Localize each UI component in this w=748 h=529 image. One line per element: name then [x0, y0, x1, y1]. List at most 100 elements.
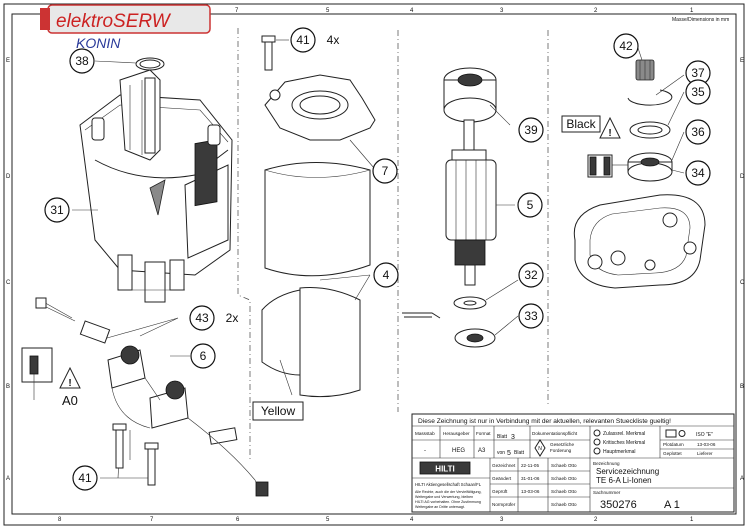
top-grid-number: 4	[410, 8, 414, 14]
part-callout: 38	[69, 48, 95, 74]
ball-bearing-part	[627, 152, 673, 182]
company-logo	[419, 461, 471, 475]
callout-circle	[518, 117, 544, 143]
bearing-plate-part	[264, 74, 376, 141]
drawing-frame-inner	[11, 13, 737, 515]
part-number: 350276	[600, 499, 637, 511]
mark-circle-icon	[593, 429, 601, 437]
mark-label: Zulassrel. Merkmal	[603, 431, 645, 437]
doc-symbol-letter: N	[538, 446, 542, 452]
drawing-title-2: TE 6-A Li-Ionen	[596, 476, 652, 485]
projection-symbol-icon	[665, 429, 686, 438]
callout-circle	[518, 262, 544, 288]
signature-name: Schaeb Otto	[551, 489, 577, 494]
callout-circle	[685, 79, 711, 105]
mark-label: Kritisches Merkmal	[603, 440, 645, 446]
bottom-grid-numbers: 8 7 6 5 4 3 2 1	[58, 517, 694, 523]
company-logo-text: HILTI	[435, 465, 454, 474]
wire-lead	[402, 312, 441, 319]
warning-triangle-icon	[599, 116, 621, 139]
copyright-line: Alle Rechte, auch die der Vervielfältigu…	[415, 490, 482, 494]
part-callout: 34	[685, 160, 711, 186]
copyright-line: Weitergabe an Dritte untersagt.	[415, 505, 465, 509]
signature-role: Geändert	[492, 476, 512, 481]
callout-number: 35	[691, 85, 705, 99]
doc-symbol-icon	[534, 439, 546, 457]
side-grid-letter-right: A	[740, 476, 744, 482]
watermark-city: KONIN	[76, 35, 121, 51]
sachnummer-label: Sachnummer	[593, 490, 621, 495]
callout-number: 38	[75, 54, 89, 68]
part-callout: 41	[72, 465, 98, 491]
fan-washer-part	[453, 296, 496, 348]
sheet-label-2: Blatt	[514, 450, 525, 456]
warning-mark: !	[68, 378, 71, 389]
part-callout: 33	[518, 303, 544, 329]
black-note: Black !	[561, 115, 628, 178]
mark-circle-icon	[593, 447, 601, 455]
carbon-brush-part	[35, 297, 238, 445]
copyright-line: HILTI AG vorbehalten. Ohne Zustimmung	[415, 500, 481, 504]
part-callout: 37	[685, 60, 711, 86]
callout-quantity: 4x	[327, 33, 340, 47]
scale-value: -	[424, 448, 426, 454]
callout-number: 41	[78, 471, 92, 485]
signature-name: Schaeb Otto	[551, 502, 577, 507]
part-callout: 31	[44, 197, 70, 223]
doc-note-2: Forderung	[550, 448, 572, 453]
part-callout: 5	[517, 192, 543, 218]
signature-date: 13-03-06	[521, 489, 540, 494]
callout-circle	[613, 33, 639, 59]
warning-triangle-icon	[59, 366, 81, 389]
signature-date: 31-01-06	[521, 476, 540, 481]
side-grid-letter: A	[6, 476, 10, 482]
signature-role: Normprüfer	[492, 502, 516, 507]
title-block: Diese Zeichnung ist nur in Verbindung mi…	[411, 413, 735, 513]
bottom-grid-number: 3	[500, 517, 504, 523]
yellow-note: Yellow	[252, 359, 304, 421]
leader-line	[667, 91, 685, 126]
top-grid-number: 5	[326, 8, 330, 14]
callout-circle	[518, 303, 544, 329]
black-label: Black	[566, 117, 596, 131]
callout-number: 5	[527, 198, 534, 212]
leader-line	[485, 279, 519, 336]
screw-top-part	[261, 35, 276, 71]
washer-part	[629, 121, 671, 139]
sheet-format: A 1	[664, 499, 680, 511]
callout-number: 41	[296, 33, 310, 47]
top-grid-number: 7	[235, 8, 239, 14]
part-callout: 39	[518, 117, 544, 143]
top-grid-numbers: 7 5 4 3 2 1	[235, 8, 694, 14]
callout-circle	[685, 160, 711, 186]
gear-cover-part	[573, 194, 706, 289]
a0-detail: ! A0	[21, 347, 81, 408]
format-value: A3	[478, 448, 486, 454]
top-grid-number: 1	[690, 8, 694, 14]
plotted-value: Lieferer	[697, 451, 713, 456]
side-grid-letter: D	[6, 174, 11, 180]
sheet-label: Blatt	[497, 434, 508, 440]
callout-quantity: 2x	[226, 311, 239, 325]
signature-role: Gezeichnet	[492, 463, 516, 468]
dimension-note: Masse/Dimensions in mm	[672, 17, 729, 23]
separator-line	[237, 28, 251, 462]
callout-number: 39	[524, 123, 538, 137]
iso-label: ISO "E"	[696, 432, 713, 438]
callout-number: 36	[691, 125, 705, 139]
armature-bearing-part	[443, 67, 497, 123]
part-callout: 35	[685, 79, 711, 105]
part-callout: 6	[190, 343, 216, 369]
bottom-grid-number: 8	[58, 517, 62, 523]
sheet-total: 5	[507, 450, 511, 457]
leader-line	[655, 74, 685, 96]
callout-circle	[290, 27, 316, 53]
callout-number: 33	[524, 309, 538, 323]
callout-number: 42	[619, 39, 633, 53]
callout-number: 37	[691, 66, 705, 80]
leader-line	[94, 60, 137, 64]
signature-name: Schaeb Otto	[551, 476, 577, 481]
